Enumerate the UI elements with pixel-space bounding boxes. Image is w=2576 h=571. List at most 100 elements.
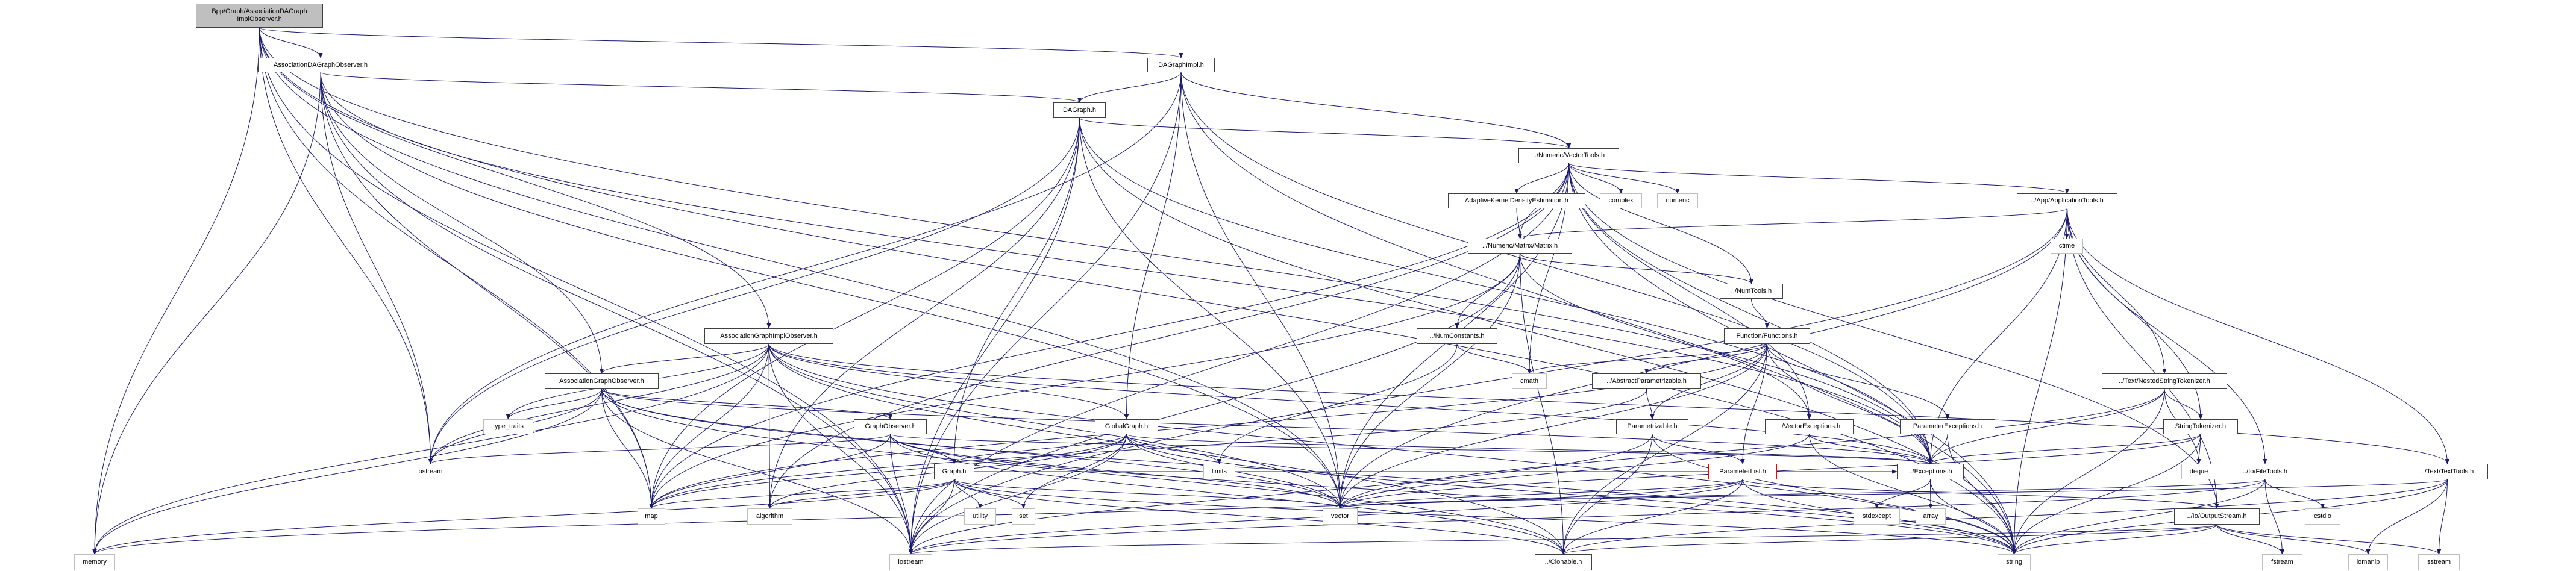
edge-texttools-to-iomanip [2366, 479, 2448, 555]
edge-root-to-agio [259, 27, 771, 329]
node-map: map [638, 508, 665, 525]
node-parametrizable[interactable]: Parametrizable.h [1616, 419, 1688, 434]
edge-exceptions-to-string [1930, 479, 2017, 555]
node-parexc[interactable]: ParameterExceptions.h [1900, 419, 1995, 434]
edge-apptools-to-matrix [1518, 208, 2067, 239]
edge-functions-to-vector [1338, 343, 1767, 509]
edge-agio-to-algorithm [767, 343, 772, 509]
node-ago[interactable]: AssociationGraphObserver.h [545, 373, 659, 389]
edge-graph-to-memory [92, 479, 954, 555]
edge-dagi-to-dag [1077, 72, 1182, 103]
edge-apptools-to-outstream [2067, 208, 2219, 509]
node-go[interactable]: GraphObserver.h [854, 419, 927, 434]
edge-ago-to-type_traits [506, 388, 602, 420]
node-label: memory [83, 558, 107, 566]
node-texttools[interactable]: ../Text/TextTools.h [2407, 464, 2488, 479]
edge-vt-to-string [1568, 163, 2017, 555]
node-agio[interactable]: AssociationGraphImplObserver.h [704, 328, 833, 344]
node-label: DAGraphImpl.h [1158, 61, 1204, 69]
edge-adgo-to-map [320, 72, 654, 509]
node-label: ../VectorExceptions.h [1778, 423, 1841, 430]
edge-st-to-string [2011, 434, 2201, 555]
node-exceptions[interactable]: ../Exceptions.h [1897, 464, 1964, 479]
edge-parlist-to-clonable [1561, 479, 1743, 555]
node-adgo[interactable]: AssociationDAGraphObserver.h [258, 58, 383, 72]
node-label: iostream [898, 558, 924, 566]
edge-functions-to-clonable [1561, 343, 1767, 555]
node-vecexc[interactable]: ../VectorExceptions.h [1765, 419, 1854, 434]
node-dagi[interactable]: DAGraphImpl.h [1147, 58, 1215, 72]
edge-outstream-to-string [2012, 524, 2217, 555]
edge-adgo-to-iostream [320, 72, 914, 555]
node-label: set [1019, 513, 1028, 520]
node-outstream[interactable]: ../Io/OutputStream.h [2174, 508, 2260, 525]
node-matrix[interactable]: ../Numeric/Matrix/Matrix.h [1468, 239, 1572, 254]
node-label: ../Numeric/VectorTools.h [1532, 152, 1605, 159]
edge-go-to-string [890, 434, 2016, 555]
node-vt[interactable]: ../Numeric/VectorTools.h [1518, 148, 1619, 163]
edge-functions-to-abspar [1644, 343, 1767, 374]
node-functions[interactable]: Function/Functions.h [1724, 328, 1810, 344]
edge-nst-to-st [2164, 388, 2203, 420]
edge-dag-to-graph [951, 117, 1080, 464]
edge-outstream-to-sstream [2216, 524, 2441, 555]
node-numtools[interactable]: ../NumTools.h [1720, 284, 1783, 299]
node-nst[interactable]: ../Text/NestedStringTokenizer.h [2102, 373, 2227, 389]
node-numconst[interactable]: ../NumConstants.h [1417, 328, 1497, 344]
node-label: GlobalGraph.h [1105, 423, 1149, 430]
node-label: iomanip [2356, 558, 2380, 566]
node-label: string [2006, 558, 2022, 566]
node-label: ostream [418, 467, 443, 475]
node-label: cmath [1520, 377, 1538, 385]
edge-root-to-vector [259, 27, 1343, 509]
node-parlist[interactable]: ParameterList.h [1708, 464, 1777, 479]
edge-vt-to-apptools [1568, 163, 2069, 194]
node-label: Bpp/Graph/AssociationDAGraph [212, 8, 307, 15]
node-label: StringTokenizer.h [2175, 423, 2227, 430]
node-label: ParameterList.h [1719, 467, 1766, 475]
node-label: numeric [1666, 197, 1690, 204]
node-filetools[interactable]: ../Io/FileTools.h [2231, 464, 2299, 479]
edge-agio-to-vector [768, 343, 1343, 509]
edge-parametrizable-to-parlist [1652, 434, 1745, 464]
edge-parametrizable-to-iostream [909, 434, 1653, 555]
node-graph[interactable]: Graph.h [934, 464, 974, 479]
edge-outstream-to-fstream [2216, 524, 2285, 555]
node-apptools[interactable]: ../App/ApplicationTools.h [2017, 193, 2117, 208]
edge-vt-to-numtools [1568, 163, 1754, 284]
edge-agio-to-iostream [768, 343, 914, 555]
edge-matrix-to-numconst [1455, 253, 1520, 329]
edge-adgo-to-dag [320, 72, 1082, 103]
node-set: set [1012, 508, 1035, 525]
node-label: AdaptiveKernelDensityEstimation.h [1465, 197, 1568, 204]
node-st[interactable]: StringTokenizer.h [2163, 419, 2238, 434]
edge-functions-to-cmath [1527, 343, 1767, 374]
edge-agio-to-texttools [768, 343, 2449, 464]
edge-parametrizable-to-clonable [1561, 434, 1653, 555]
node-abspar[interactable]: ../AbstractParametrizable.h [1592, 373, 1701, 389]
edge-outstream-to-iomanip [2216, 524, 2371, 555]
node-label: AssociationGraphImplObserver.h [720, 332, 818, 340]
edge-globalgraph-to-exceptions [1126, 434, 1932, 464]
edge-filetools-to-vector [1338, 479, 2266, 509]
node-akde[interactable]: AdaptiveKernelDensityEstimation.h [1448, 193, 1585, 208]
edge-root-to-ostream [259, 27, 433, 464]
edge-agio-to-ostream [428, 343, 769, 464]
edge-adgo-to-exceptions [320, 72, 1933, 464]
edge-globalgraph-to-iostream [908, 434, 1127, 555]
node-dag[interactable]: DAGraph.h [1053, 102, 1106, 118]
edge-filetools-to-cstdio [2264, 479, 2325, 509]
edge-dag-to-exceptions [1079, 117, 1933, 464]
node-ostream: ostream [410, 464, 451, 479]
edge-apptools-to-vector [1338, 208, 2067, 509]
edge-parlist-to-outstream [1742, 479, 2219, 509]
node-ctime: ctime [2051, 239, 2083, 254]
edge-outstream-to-iostream [909, 524, 2217, 555]
node-label: cstdio [2314, 513, 2331, 520]
node-clonable[interactable]: ../Clonable.h [1535, 554, 1592, 570]
edge-st-to-exceptions [1928, 434, 2201, 464]
node-label: deque [2189, 467, 2208, 475]
node-globalgraph[interactable]: GlobalGraph.h [1095, 419, 1158, 434]
